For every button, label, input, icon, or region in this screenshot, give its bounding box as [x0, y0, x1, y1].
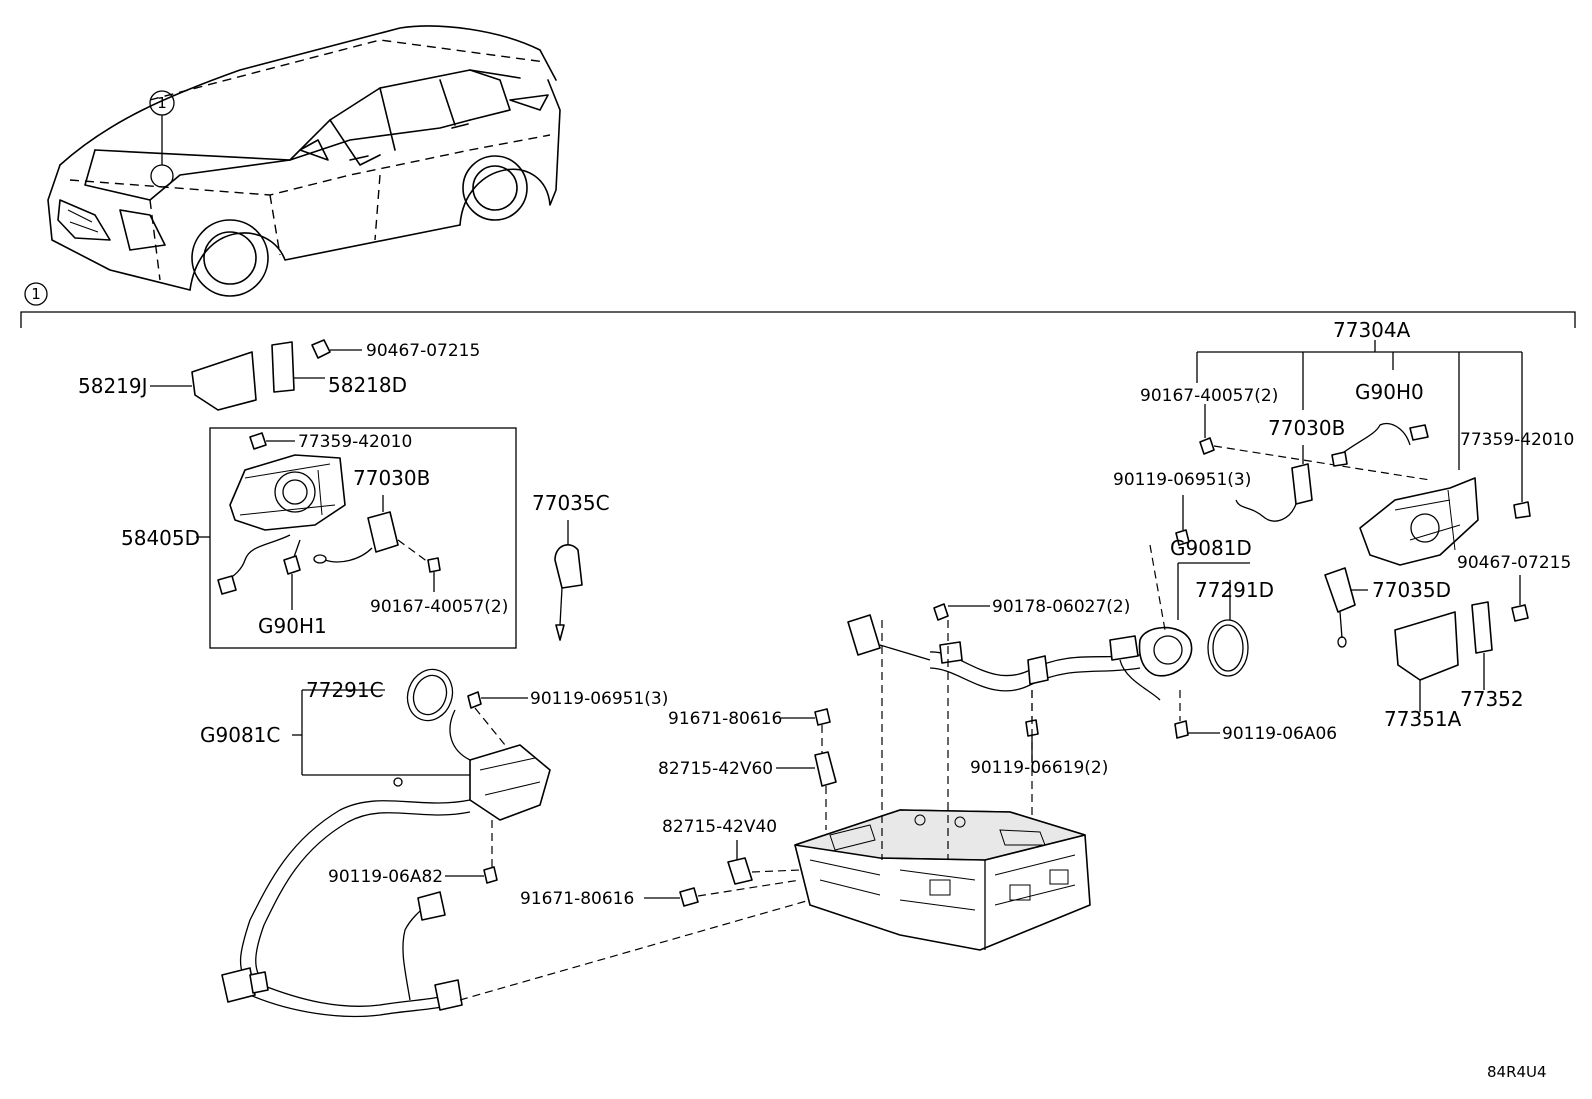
label-58405d: 58405D — [121, 526, 200, 550]
label-90467-07215-right: 90467-07215 — [1457, 553, 1571, 573]
charger-unit — [794, 620, 1091, 951]
diagram-code: 84R4U4 — [1487, 1063, 1547, 1081]
label-90119-06619: 90119-06619(2) — [970, 758, 1108, 778]
label-g9081d: G9081D — [1170, 536, 1252, 560]
part-58219j-cover — [150, 351, 257, 411]
label-77359-42010-right: 77359-42010 — [1460, 430, 1574, 450]
section-number: 1 — [31, 285, 41, 303]
label-77035d: 77035D — [1372, 578, 1451, 602]
vehicle-illustration: 1 — [47, 25, 561, 297]
label-90178-06027: 90178-06027(2) — [992, 597, 1130, 617]
label-90167-40057-box: 90167-40057(2) — [370, 597, 508, 617]
part-82715-42v60-clip — [776, 751, 837, 830]
label-77291c: 77291C — [306, 678, 384, 702]
part-77035d-bracket — [1324, 567, 1368, 648]
label-90119-06951-right: 90119-06951(3) — [1113, 470, 1251, 490]
label-77291d: 77291D — [1195, 578, 1274, 602]
label-90119-06a82: 90119-06A82 — [328, 867, 443, 887]
subassembly-box-58405d — [196, 427, 517, 649]
label-77035c: 77035C — [532, 491, 610, 515]
assembly-77304a — [1196, 340, 1531, 566]
label-77304a: 77304A — [1333, 318, 1411, 342]
part-91671-bolt-lower — [644, 879, 801, 907]
label-90119-06a06: 90119-06A06 — [1222, 724, 1337, 744]
part-77035c-bracket — [554, 520, 583, 641]
part-77352-sheet — [1471, 601, 1493, 690]
part-58218d-sheet — [271, 341, 325, 393]
label-90167-40057-right: 90167-40057(2) — [1140, 386, 1278, 406]
harness-g9081d — [847, 495, 1250, 762]
label-g90h1: G90H1 — [258, 614, 327, 638]
label-82715-42v40: 82715-42V40 — [662, 817, 777, 837]
label-g9081c: G9081C — [200, 723, 280, 747]
label-58219j: 58219J — [78, 374, 148, 398]
part-90467-clip-right — [1511, 575, 1529, 622]
part-77351a-plate — [1394, 611, 1459, 712]
label-58218d: 58218D — [328, 373, 407, 397]
part-labels: 77304A 90467-07215 58219J 58218D 77359-4… — [78, 318, 1574, 1081]
label-91671-80616-upper: 91671-80616 — [668, 709, 782, 729]
part-90467-clip-top — [311, 339, 362, 359]
label-90467-07215-top: 90467-07215 — [366, 341, 480, 361]
label-91671-80616-lower: 91671-80616 — [520, 889, 634, 909]
label-77352: 77352 — [1460, 687, 1524, 711]
location-marker — [150, 164, 174, 188]
part-91671-bolt-upper — [781, 708, 831, 755]
label-77030b-box: 77030B — [353, 466, 430, 490]
label-77359-42010-box: 77359-42010 — [298, 432, 412, 452]
label-77030b-right: 77030B — [1268, 416, 1345, 440]
label-g90h0: G90H0 — [1355, 380, 1424, 404]
callout-number: 1 — [157, 94, 167, 112]
part-82715-42v40-clip — [727, 840, 801, 885]
label-82715-42v60: 82715-42V60 — [658, 759, 773, 779]
label-77351a: 77351A — [1384, 707, 1462, 731]
harness-g9081c — [221, 668, 811, 1018]
section-bracket: 1 — [20, 282, 1576, 328]
label-90119-06951-left: 90119-06951(3) — [530, 689, 668, 709]
